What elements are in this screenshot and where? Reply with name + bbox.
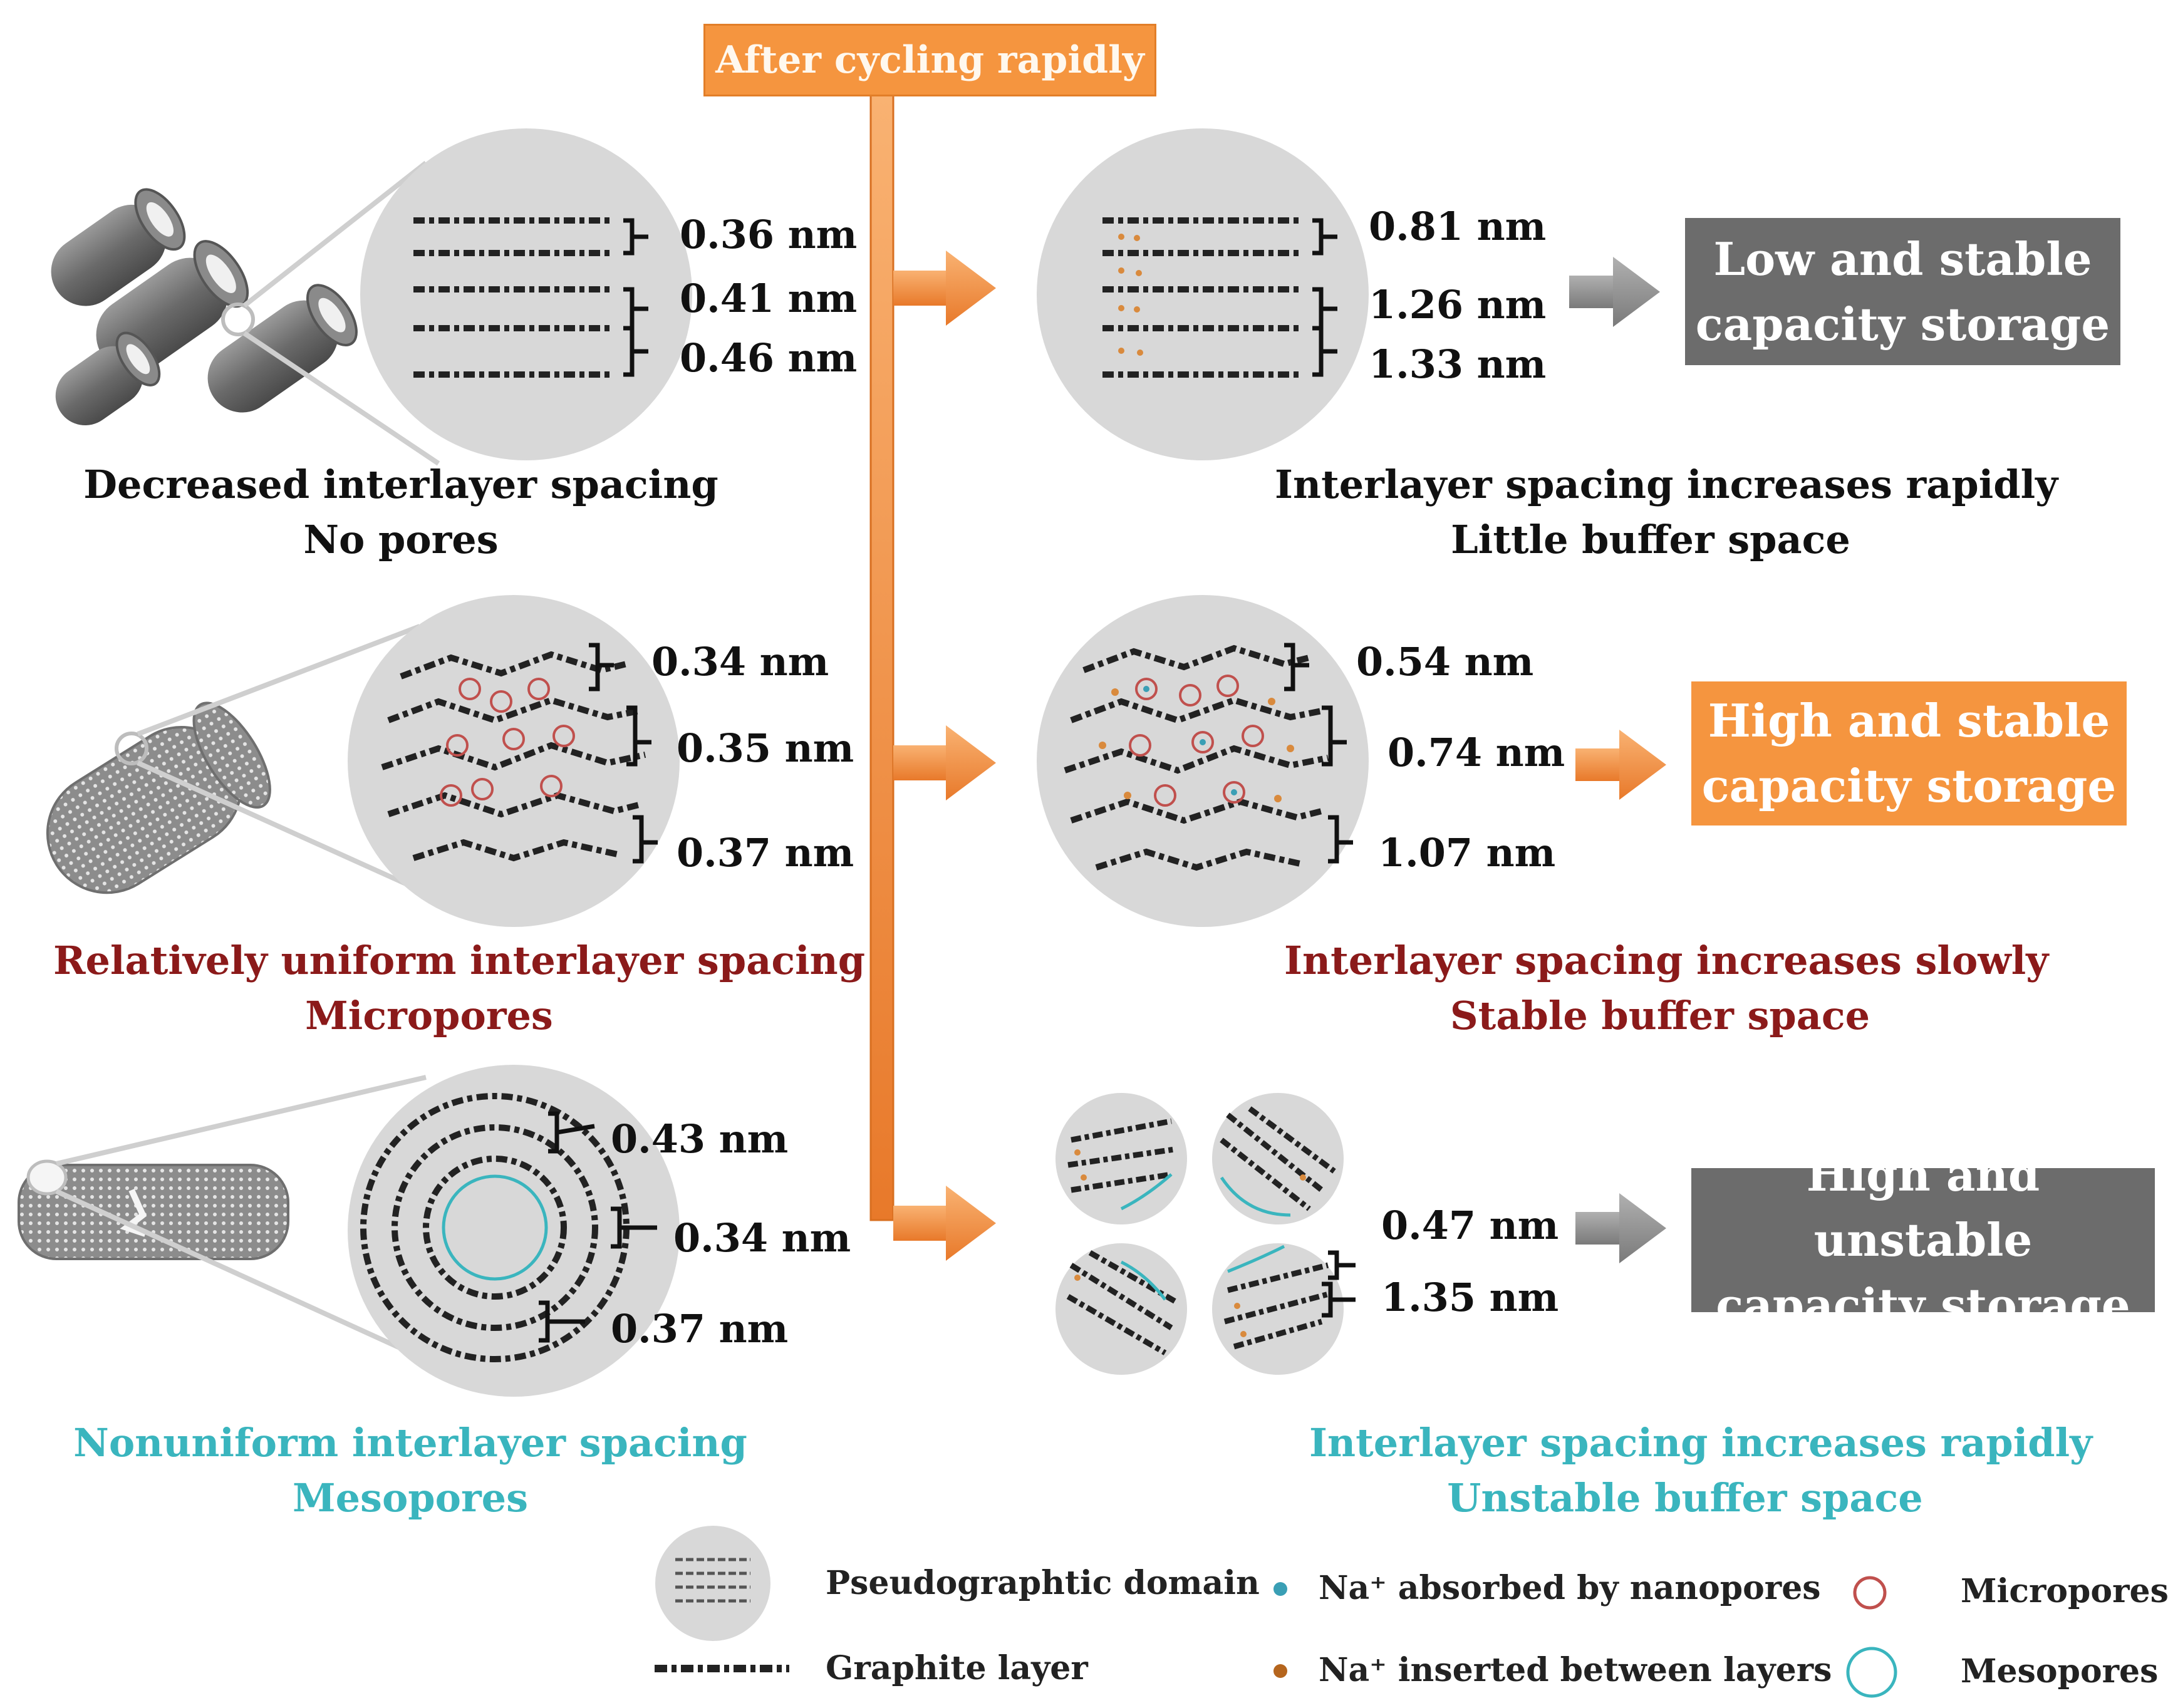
result-arrow-1 xyxy=(1569,257,1660,327)
branch-arrow-1 xyxy=(893,251,996,326)
spacing-right-2-c: 1.07 nm xyxy=(1378,830,1556,876)
caption-left-2: Relatively uniform interlayer spacing Mi… xyxy=(53,933,866,1043)
caption-left-1-line2: No pores xyxy=(303,517,499,562)
caption-right-3-line2: Unstable buffer space xyxy=(1447,1475,1923,1521)
caption-right-3-line1: Interlayer spacing increases rapidly xyxy=(1309,1420,2093,1466)
graphite-layers-left-2 xyxy=(381,651,646,862)
trunk-line xyxy=(869,91,895,1221)
legend-na-inserted-icon xyxy=(1273,1664,1287,1678)
spacing-left-3-a: 0.43 nm xyxy=(611,1116,789,1162)
caption-right-2-line1: Interlayer spacing increases slowly xyxy=(1284,938,2049,983)
legend-micropore-icon xyxy=(1853,1576,1887,1610)
caption-right-2-line2: Stable buffer space xyxy=(1450,993,1870,1038)
spacing-left-1-c: 0.46 nm xyxy=(680,335,858,381)
graphite-layers-right-3 xyxy=(1066,1106,1336,1355)
branch-arrow-3 xyxy=(893,1186,996,1261)
domain-circle-right-3b xyxy=(1212,1093,1344,1224)
result-box-3-line1: High and unstable xyxy=(1806,1148,2040,1266)
result-box-low-stable: Low and stable capacity storage xyxy=(1685,218,2120,365)
domain-circle-right-3c xyxy=(1055,1243,1187,1375)
spacing-right-1-c: 1.33 nm xyxy=(1369,341,1547,387)
spacing-left-1-b: 0.41 nm xyxy=(680,276,858,321)
graphite-layers-left-1 xyxy=(413,217,614,378)
caption-right-1-line1: Interlayer spacing increases rapidly xyxy=(1275,462,2058,507)
caption-right-3: Interlayer spacing increases rapidly Uns… xyxy=(1309,1416,2093,1526)
result-arrow-3 xyxy=(1575,1193,1666,1263)
caption-left-3-line1: Nonuniform interlayer spacing xyxy=(73,1420,747,1466)
result-arrow-2 xyxy=(1575,730,1666,800)
mesopore-left-3 xyxy=(442,1174,548,1281)
mesoporous-fiber-illustration xyxy=(18,1159,289,1260)
legend-na-inserted-label: Na⁺ inserted between layers xyxy=(1319,1651,1832,1689)
result-box-3-line2: capacity storage xyxy=(1716,1278,2130,1332)
caption-left-1-line1: Decreased interlayer spacing xyxy=(83,462,718,507)
spacing-right-2-b: 0.74 nm xyxy=(1387,730,1565,775)
graphite-layers-right-1 xyxy=(1102,217,1303,378)
caption-right-1: Interlayer spacing increases rapidly Lit… xyxy=(1275,457,2058,567)
mesopore-arcs-right-3 xyxy=(1120,1173,1291,1301)
spacing-left-3-c: 0.37 nm xyxy=(611,1306,789,1352)
result-box-high-stable: High and stable capacity storage xyxy=(1691,681,2127,826)
result-box-high-unstable: High and unstable capacity storage xyxy=(1691,1148,2155,1332)
legend-pseudographitic-label: Pseudographtic domain xyxy=(826,1564,1260,1602)
spacing-right-1-a: 0.81 nm xyxy=(1369,204,1547,249)
spacing-left-1-a: 0.36 nm xyxy=(680,212,858,257)
domain-circle-left-1 xyxy=(360,128,692,460)
na-inserted-dots-right-1 xyxy=(1118,234,1143,356)
microporous-tube-illustration xyxy=(46,701,271,894)
legend-na-absorbed-icon xyxy=(1273,1582,1287,1596)
na-dots-right-3 xyxy=(1074,1149,1306,1337)
caption-left-2-line1: Relatively uniform interlayer spacing xyxy=(53,938,866,983)
result-box-2-line1: High and stable xyxy=(1708,694,2110,747)
spacing-left-2-c: 0.37 nm xyxy=(677,830,854,876)
spacing-right-3-b: 1.35 nm xyxy=(1381,1275,1559,1320)
result-box-2-line2: capacity storage xyxy=(1701,759,2117,812)
legend-mesopore-icon xyxy=(1846,1647,1897,1698)
result-box-1-line2: capacity storage xyxy=(1695,297,2110,351)
spacing-right-2-a: 0.54 nm xyxy=(1356,639,1534,685)
result-box-1-line1: Low and stable xyxy=(1713,232,2092,286)
domain-circle-right-3d xyxy=(1212,1243,1344,1375)
caption-left-3-line2: Mesopores xyxy=(292,1475,529,1521)
caption-right-1-line2: Little buffer space xyxy=(1451,517,1850,562)
spacing-brackets xyxy=(539,218,1356,1343)
na-dots-right-2 xyxy=(1099,686,1294,802)
spacing-left-3-b: 0.34 nm xyxy=(673,1215,851,1261)
after-cycling-header: After cycling rapidly xyxy=(703,24,1156,96)
micropores-right-2 xyxy=(1129,675,1264,807)
legend-micropores-label: Micropores xyxy=(1961,1572,2168,1610)
legend-graphite-label: Graphite layer xyxy=(826,1649,1088,1687)
spacing-right-3-a: 0.47 nm xyxy=(1381,1203,1559,1248)
spacing-left-2-b: 0.35 nm xyxy=(677,725,854,771)
caption-right-2: Interlayer spacing increases slowly Stab… xyxy=(1284,933,2049,1043)
micropores-left-2 xyxy=(440,678,575,807)
graphite-layers-right-2 xyxy=(1064,644,1329,871)
branch-arrow-2 xyxy=(893,725,996,800)
caption-left-1: Decreased interlayer spacing No pores xyxy=(25,457,777,567)
spacing-left-2-a: 0.34 nm xyxy=(651,639,829,685)
legend-mesopores-label: Mesopores xyxy=(1961,1652,2159,1690)
legend-domain-icon xyxy=(655,1526,770,1641)
nanotube-bundle-illustration xyxy=(51,188,358,426)
legend-na-absorbed-label: Na⁺ absorbed by nanopores xyxy=(1319,1569,1821,1607)
caption-left-2-line2: Micropores xyxy=(305,993,553,1038)
spacing-right-1-b: 1.26 nm xyxy=(1369,282,1547,328)
legend-domain-lines xyxy=(675,1558,750,1603)
caption-left-3: Nonuniform interlayer spacing Mesopores xyxy=(34,1416,786,1526)
